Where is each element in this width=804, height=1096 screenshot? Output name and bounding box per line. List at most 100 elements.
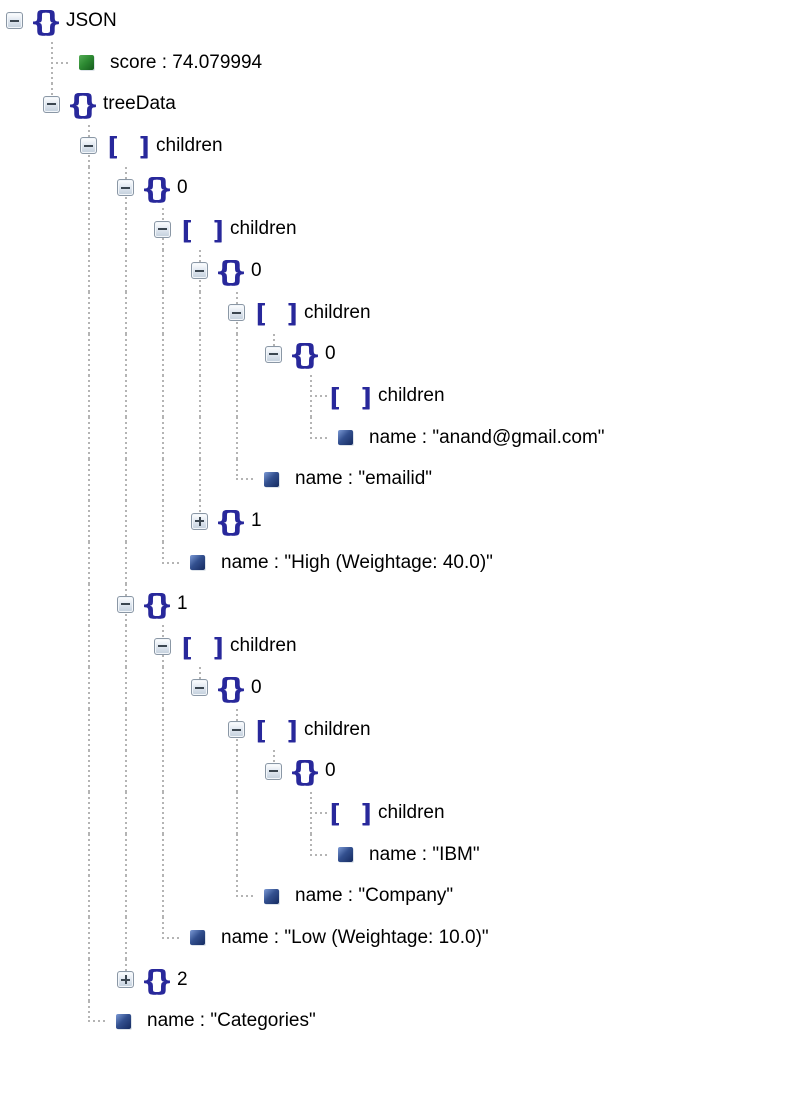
tree-indent-spacer bbox=[265, 417, 302, 459]
tree-node-label[interactable]: score : 74.079994 bbox=[110, 51, 263, 73]
tree-guide-line bbox=[117, 833, 154, 876]
tree-node-label[interactable]: children bbox=[378, 801, 445, 823]
tree-indent-spacer bbox=[43, 125, 80, 167]
tree-guide-line bbox=[154, 416, 191, 459]
tree-guide-line bbox=[228, 833, 265, 876]
tree-node-label[interactable]: children bbox=[378, 385, 445, 407]
tree-node-label[interactable]: children bbox=[304, 718, 371, 740]
tree-node-label[interactable]: 2 bbox=[177, 968, 188, 990]
tree-node-row: name : "High (Weightage: 40.0)" bbox=[6, 541, 804, 584]
tree-node-label[interactable]: 0 bbox=[325, 760, 336, 782]
tree-guide-line bbox=[228, 333, 265, 376]
tree-node-label[interactable]: 0 bbox=[177, 176, 188, 198]
string-value-icon bbox=[338, 430, 353, 446]
tree-node-row: children bbox=[6, 291, 804, 334]
tree-node-label[interactable]: 1 bbox=[177, 593, 188, 615]
tree-node-label[interactable]: children bbox=[230, 635, 297, 657]
tree-node-label[interactable]: children bbox=[304, 301, 371, 323]
tree-indent-spacer bbox=[6, 584, 43, 626]
object-braces-icon bbox=[216, 258, 244, 286]
tree-node-label[interactable]: name : "IBM" bbox=[369, 843, 480, 865]
expand-plus-icon[interactable] bbox=[117, 971, 134, 989]
tree-node-label[interactable]: name : "Low (Weightage: 10.0)" bbox=[221, 926, 489, 948]
collapse-minus-icon[interactable] bbox=[154, 220, 171, 238]
tree-indent-spacer bbox=[265, 792, 302, 834]
tree-node-label[interactable]: 0 bbox=[251, 676, 262, 698]
tree-indent-spacer bbox=[43, 834, 80, 876]
tree-guide-line bbox=[117, 792, 154, 834]
collapse-minus-icon[interactable] bbox=[191, 262, 208, 280]
tree-guide-line bbox=[117, 625, 154, 667]
object-braces-icon bbox=[142, 591, 170, 619]
collapse-minus-icon[interactable] bbox=[191, 679, 208, 697]
tree-indent-spacer bbox=[191, 834, 228, 876]
tree-indent-spacer bbox=[6, 500, 43, 542]
string-value-icon bbox=[190, 555, 205, 571]
collapse-minus-icon[interactable] bbox=[154, 637, 171, 655]
object-braces-icon bbox=[142, 175, 170, 203]
tree-guide-line bbox=[154, 833, 191, 876]
tree-node-label[interactable]: name : "emailid" bbox=[295, 468, 433, 490]
tree-indent-spacer bbox=[6, 42, 43, 84]
tree-guide-line bbox=[80, 625, 117, 667]
tree-node-label[interactable]: children bbox=[230, 218, 297, 240]
tree-node-label[interactable]: name : "anand@gmail.com" bbox=[369, 426, 605, 448]
tree-guide-line bbox=[80, 708, 117, 751]
tree-guide-line bbox=[228, 792, 265, 834]
tree-indent-spacer bbox=[6, 417, 43, 459]
tree-gutter bbox=[265, 750, 290, 792]
collapse-minus-icon[interactable] bbox=[117, 179, 134, 197]
tree-node-label[interactable]: 0 bbox=[251, 259, 262, 281]
tree-indent-spacer bbox=[43, 792, 80, 834]
tree-elbow-dots bbox=[236, 478, 253, 481]
tree-elbow-dots bbox=[162, 936, 179, 939]
tree-gutter bbox=[191, 250, 216, 292]
collapse-minus-icon[interactable] bbox=[265, 762, 282, 780]
tree-indent-spacer bbox=[6, 834, 43, 876]
tree-gutter bbox=[117, 166, 142, 209]
tree-node-row: score : 74.079994 bbox=[6, 41, 804, 84]
tree-guide-line bbox=[154, 667, 191, 709]
tree-guide-line bbox=[191, 291, 228, 334]
tree-node-label[interactable]: 0 bbox=[325, 343, 336, 365]
tree-gutter bbox=[43, 83, 68, 125]
object-braces-icon bbox=[68, 91, 96, 119]
collapse-minus-icon[interactable] bbox=[43, 95, 60, 113]
array-brackets-icon bbox=[253, 718, 297, 743]
collapse-minus-icon[interactable] bbox=[228, 304, 245, 322]
tree-node-row: 1 bbox=[6, 583, 804, 626]
tree-node-label[interactable]: name : "Categories" bbox=[147, 1010, 316, 1032]
collapse-minus-icon[interactable] bbox=[6, 12, 23, 30]
tree-node-label[interactable]: name : "High (Weightage: 40.0)" bbox=[221, 551, 493, 573]
tree-node-row: children bbox=[6, 625, 804, 667]
tree-elbow-dots bbox=[162, 561, 179, 564]
tree-node-label[interactable]: children bbox=[156, 134, 223, 156]
tree-node-row: 0 bbox=[6, 250, 804, 292]
tree-elbow-dots bbox=[51, 61, 68, 64]
tree-guide-line bbox=[154, 750, 191, 792]
collapse-minus-icon[interactable] bbox=[80, 137, 97, 155]
collapse-minus-icon[interactable] bbox=[117, 595, 134, 613]
tree-node-row: 0 bbox=[6, 750, 804, 792]
tree-indent-spacer bbox=[6, 375, 43, 417]
tree-indent-spacer bbox=[6, 959, 43, 1001]
tree-gutter bbox=[302, 375, 327, 417]
tree-indent-spacer bbox=[43, 959, 80, 1001]
tree-guide-line bbox=[80, 583, 117, 626]
collapse-minus-icon[interactable] bbox=[265, 345, 282, 363]
expand-plus-icon[interactable] bbox=[191, 512, 208, 530]
tree-node-label[interactable]: JSON bbox=[66, 9, 117, 31]
tree-indent-spacer bbox=[43, 709, 80, 751]
collapse-minus-icon[interactable] bbox=[228, 721, 245, 739]
tree-node-label[interactable]: treeData bbox=[103, 93, 176, 115]
array-brackets-icon bbox=[327, 385, 371, 410]
json-tree: JSON score : 74.079994 treeData children 0 ch… bbox=[0, 0, 804, 1042]
tree-guide-line bbox=[117, 541, 154, 584]
tree-guide-line bbox=[80, 833, 117, 876]
tree-guide-line bbox=[80, 375, 117, 417]
tree-node-label[interactable]: name : "Company" bbox=[295, 885, 454, 907]
tree-indent-spacer bbox=[6, 459, 43, 501]
tree-guide-line bbox=[80, 917, 117, 959]
object-braces-icon bbox=[216, 508, 244, 536]
tree-node-label[interactable]: 1 bbox=[251, 510, 262, 532]
